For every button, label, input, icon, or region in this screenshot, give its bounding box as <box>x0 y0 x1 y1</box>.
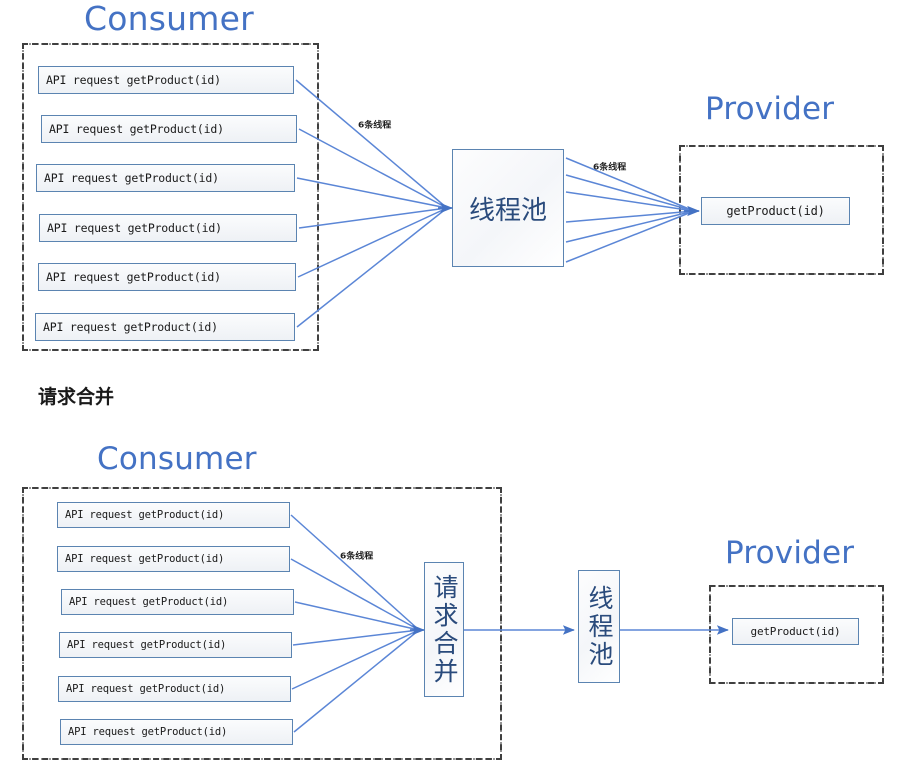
thread-pool-box-top[interactable]: 线程池 <box>452 149 564 267</box>
consumer-title-top: Consumer <box>84 0 254 38</box>
api-request-box[interactable]: API request getProduct(id) <box>57 546 290 572</box>
provider-method-box-top[interactable]: getProduct(id) <box>701 197 850 225</box>
edge-label-pool-to-provider: 6条线程 <box>593 163 627 173</box>
request-merge-box[interactable]: 请求合并 <box>424 562 464 697</box>
consumer-title-bottom: Consumer <box>97 441 257 477</box>
api-request-box[interactable]: API request getProduct(id) <box>60 719 293 745</box>
api-request-box[interactable]: API request getProduct(id) <box>36 164 295 192</box>
api-request-box[interactable]: API request getProduct(id) <box>59 632 292 658</box>
api-request-box[interactable]: API request getProduct(id) <box>41 115 297 143</box>
api-request-box[interactable]: API request getProduct(id) <box>39 214 297 242</box>
provider-method-box-bottom[interactable]: getProduct(id) <box>732 618 859 645</box>
provider-title-top: Provider <box>705 91 835 127</box>
edge-label-consumer-to-pool: 6条线程 <box>358 121 392 131</box>
section-heading-request-merge: 请求合并 <box>38 386 115 408</box>
api-request-box[interactable]: API request getProduct(id) <box>38 66 294 94</box>
provider-boundary-bottom <box>709 585 884 684</box>
consumer-boundary-bottom <box>22 487 502 760</box>
edge-label-consumer-to-merge: 6条线程 <box>340 552 374 562</box>
provider-title-bottom: Provider <box>725 535 855 571</box>
api-request-box[interactable]: API request getProduct(id) <box>38 263 296 291</box>
api-request-box[interactable]: API request getProduct(id) <box>57 502 290 528</box>
api-request-box[interactable]: API request getProduct(id) <box>35 313 295 341</box>
thread-pool-box-bottom[interactable]: 线程池 <box>578 570 620 683</box>
api-request-box[interactable]: API request getProduct(id) <box>58 676 291 702</box>
api-request-box[interactable]: API request getProduct(id) <box>61 589 294 615</box>
